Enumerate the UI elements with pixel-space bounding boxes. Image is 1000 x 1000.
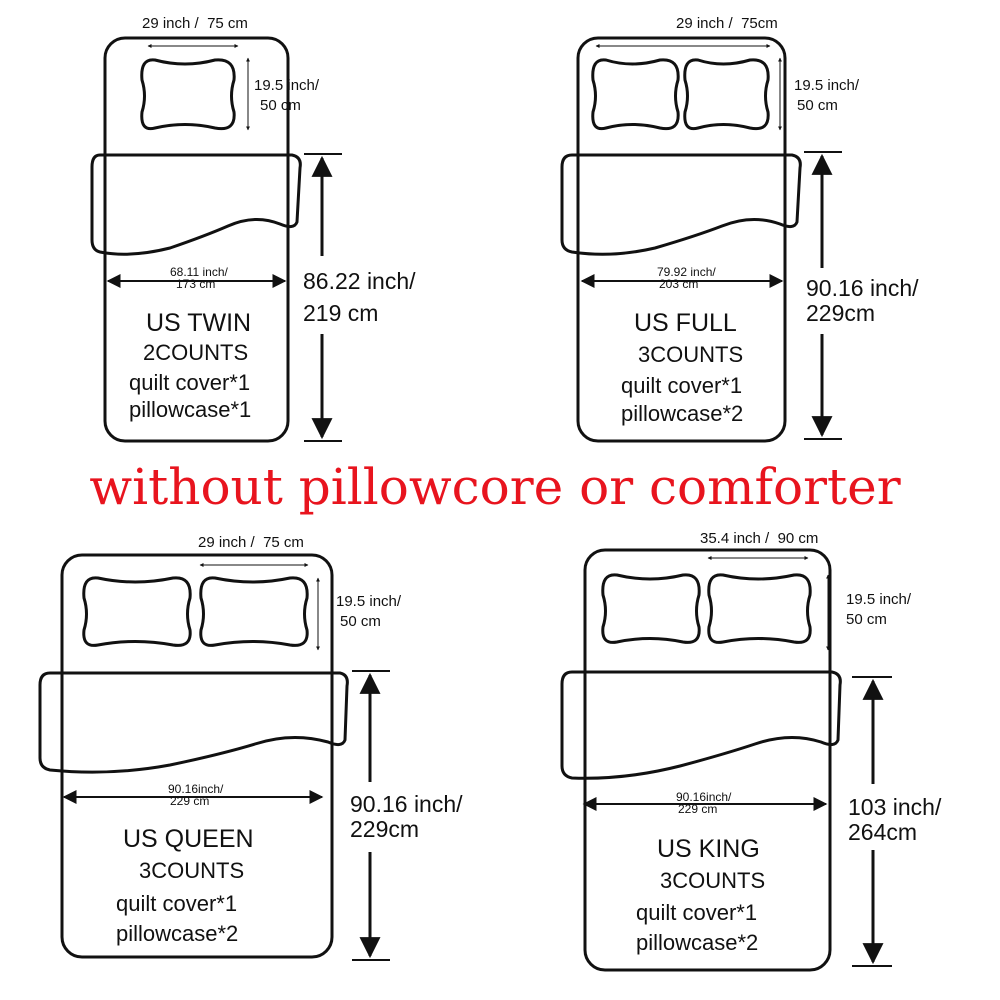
twin-pillow-height-label: 19.5 inch/50 cm	[254, 77, 320, 114]
queen-size-name: US QUEEN	[123, 825, 254, 853]
full-pillow-right	[683, 58, 770, 131]
full-bed	[560, 36, 802, 443]
full-item-pillowcase: pillowcase*2	[621, 401, 744, 426]
queen-count: 3COUNTS	[139, 858, 245, 883]
full-count: 3COUNTS	[638, 342, 744, 367]
full-cover-length-label: 90.16 inch/229cm	[806, 275, 919, 327]
king-bed-frame	[583, 548, 832, 972]
twin-pillow-width-label: 29 inch / 75 cm	[142, 15, 248, 32]
full-cover-width-label: 79.92 inch/203 cm	[657, 265, 716, 291]
banner-note: without pillowcore or comforter	[89, 458, 901, 516]
twin-bed-frame	[103, 36, 290, 443]
king-cover-length-label: 103 inch/264cm	[848, 794, 942, 846]
queen-pillow-height-label: 19.5 inch/50 cm	[336, 593, 402, 630]
full-bed-frame	[576, 36, 787, 443]
king-pillow-left	[601, 573, 701, 644]
queen-cover-length-label: 90.16 inch/229cm	[350, 791, 463, 843]
queen-pillow-width-label: 29 inch / 75 cm	[198, 534, 304, 551]
queen-cover-width-label: 90.16inch/229 cm	[168, 782, 224, 808]
queen-pillow-left	[82, 576, 192, 647]
twin-quilt	[90, 153, 302, 256]
full-size-name: US FULL	[634, 309, 737, 337]
king-quilt	[560, 670, 842, 780]
king-bed	[560, 548, 842, 972]
king-size-name: US KING	[657, 835, 760, 863]
twin-item-quilt: quilt cover*1	[129, 370, 251, 395]
king-count: 3COUNTS	[660, 868, 766, 893]
twin-count: 2COUNTS	[143, 340, 249, 365]
full-pillow-height-label: 19.5 inch/50 cm	[794, 77, 860, 114]
queen-bed-frame	[60, 553, 334, 959]
full-quilt	[560, 153, 802, 256]
full-pillow-left	[591, 58, 680, 131]
queen-bed	[38, 553, 349, 959]
king-item-quilt: quilt cover*1	[636, 900, 758, 925]
queen-pillow-right	[199, 576, 309, 647]
twin-item-pillowcase: pillowcase*1	[129, 397, 252, 422]
twin-cover-width-label: 68.11 inch/173 cm	[170, 265, 228, 291]
king-pillow-right	[707, 573, 812, 644]
twin-pillow	[140, 58, 236, 131]
queen-item-pillowcase: pillowcase*2	[116, 921, 239, 946]
queen-item-quilt: quilt cover*1	[116, 891, 238, 916]
king-pillow-height-label: 19.5 inch/50 cm	[846, 591, 912, 628]
queen-quilt	[38, 671, 349, 774]
king-cover-width-label: 90.16inch/229 cm	[676, 790, 732, 816]
twin-size-name: US TWIN	[146, 309, 252, 337]
twin-bed	[90, 36, 302, 443]
twin-cover-length-label: 86.22 inch/219 cm	[303, 268, 416, 327]
king-item-pillowcase: pillowcase*2	[636, 930, 759, 955]
full-item-quilt: quilt cover*1	[621, 373, 743, 398]
full-pillow-width-label: 29 inch / 75cm	[676, 15, 778, 32]
king-pillow-width-label: 35.4 inch / 90 cm	[700, 530, 819, 547]
